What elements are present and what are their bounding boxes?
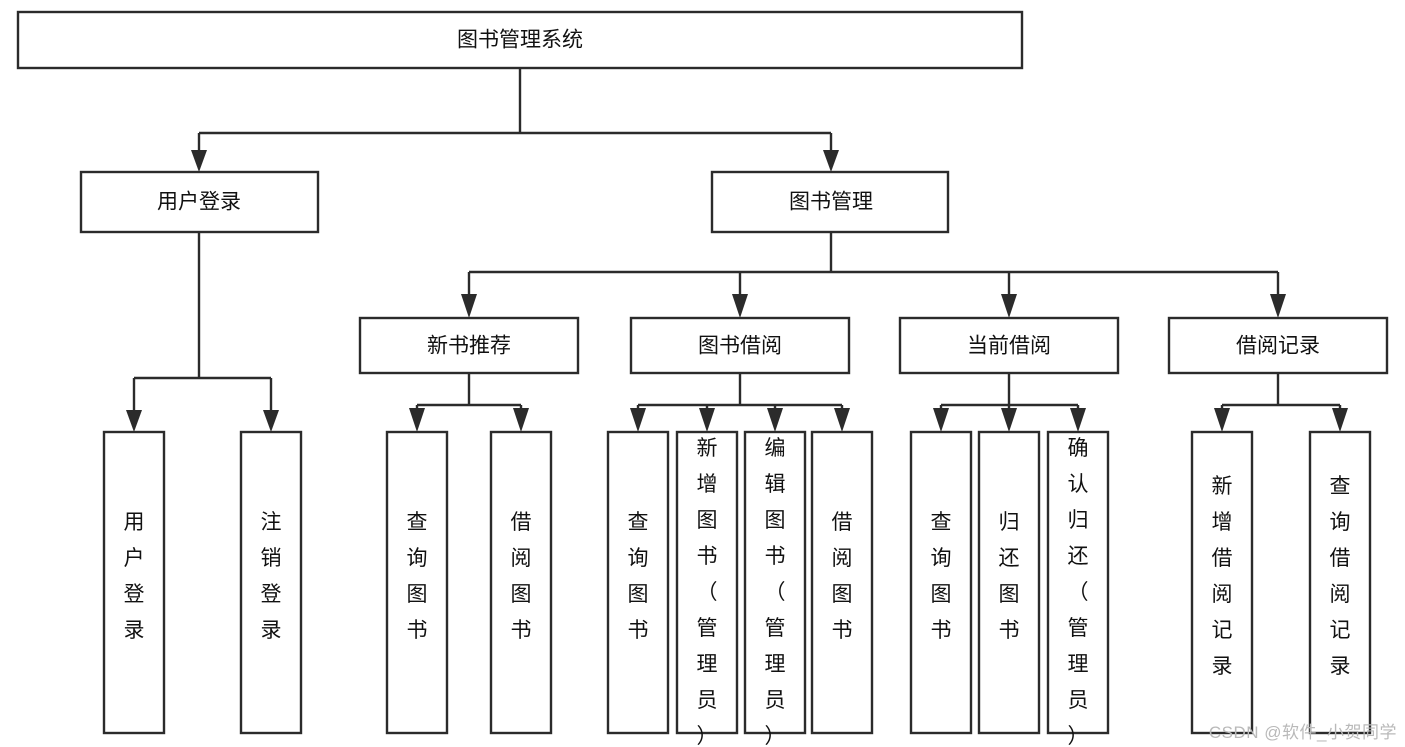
node-root-box[interactable] <box>16 10 1024 70</box>
arrow-head-leaf-edit-book <box>767 408 783 432</box>
node-book-borrow-label: 图书借阅 <box>698 335 782 358</box>
node-root-label: 图书管理系统 <box>457 29 583 52</box>
node-leaf-borrow-book-2-label: 借阅图书 <box>832 511 853 642</box>
node-new-book-recommend-label: 新书推荐 <box>427 335 511 358</box>
node-current-borrow[interactable]: 当前借阅 <box>898 316 1120 375</box>
csdn-watermark: CSDN @软件_小贺同学 <box>1208 723 1397 742</box>
node-leaf-borrow-book-2-box[interactable] <box>810 430 874 735</box>
node-user-login-label: 用户登录 <box>157 191 241 214</box>
node-leaf-query-book-2-box[interactable] <box>606 430 670 735</box>
node-leaf-return-book[interactable]: 归还图书 <box>977 430 1041 735</box>
node-leaf-borrow-book-1-box[interactable] <box>489 430 553 735</box>
node-book-management-label: 图书管理 <box>789 191 873 214</box>
node-leaf-add-book-label: 新增图书（管理员） <box>697 437 718 747</box>
node-leaf-logout-login[interactable]: 注销登录 <box>239 430 303 735</box>
arrow-head-current-borrow <box>1001 294 1017 318</box>
arrow-head-leaf-query-book-1 <box>409 408 425 432</box>
arrow-head-new-book-recommend <box>461 294 477 318</box>
node-leaf-borrow-book-1-label: 借阅图书 <box>511 511 532 642</box>
node-leaf-confirm-return-box[interactable] <box>1046 430 1110 735</box>
node-leaf-query-book-1-label: 查询图书 <box>407 511 428 642</box>
node-leaf-edit-book-label: 编辑图书（管理员） <box>765 437 786 747</box>
node-leaf-add-book[interactable]: 新增图书（管理员） <box>675 430 739 747</box>
arrow-head-leaf-add-book <box>699 408 715 432</box>
node-leaf-logout-login-label: 注销登录 <box>261 511 282 642</box>
arrow-head-user-login <box>191 150 207 172</box>
node-leaf-return-book-box[interactable] <box>977 430 1041 735</box>
node-leaf-logout-login-box[interactable] <box>239 430 303 735</box>
arrow-head-leaf-user-login <box>126 410 142 432</box>
node-leaf-edit-book[interactable]: 编辑图书（管理员） <box>743 430 807 747</box>
node-leaf-edit-book-box[interactable] <box>743 430 807 735</box>
node-borrow-record-box[interactable] <box>1167 316 1389 375</box>
connector-layer <box>126 68 1348 432</box>
node-user-login-box[interactable] <box>79 170 320 234</box>
arrow-head-leaf-borrow-book-2 <box>834 408 850 432</box>
node-leaf-add-book-box[interactable] <box>675 430 739 735</box>
node-new-book-recommend[interactable]: 新书推荐 <box>358 316 580 375</box>
arrow-head-leaf-query-book-2 <box>630 408 646 432</box>
node-leaf-borrow-book-2[interactable]: 借阅图书 <box>810 430 874 735</box>
node-root[interactable]: 图书管理系统 <box>16 10 1024 70</box>
node-book-borrow[interactable]: 图书借阅 <box>629 316 851 375</box>
node-leaf-add-record-box[interactable] <box>1190 430 1254 735</box>
node-user-login[interactable]: 用户登录 <box>79 170 320 234</box>
node-current-borrow-box[interactable] <box>898 316 1120 375</box>
node-borrow-record[interactable]: 借阅记录 <box>1167 316 1389 375</box>
arrow-head-leaf-borrow-book-1 <box>513 408 529 432</box>
node-leaf-user-login[interactable]: 用户登录 <box>102 430 166 735</box>
node-leaf-query-book-1[interactable]: 查询图书 <box>385 430 449 735</box>
node-leaf-borrow-book-1[interactable]: 借阅图书 <box>489 430 553 735</box>
node-book-management[interactable]: 图书管理 <box>710 170 950 234</box>
arrow-head-leaf-query-book-3 <box>933 408 949 432</box>
arrow-head-book-management <box>823 150 839 172</box>
node-leaf-query-record-label: 查询借阅记录 <box>1330 475 1351 678</box>
node-leaf-confirm-return[interactable]: 确认归还（管理员） <box>1046 430 1110 747</box>
node-book-borrow-box[interactable] <box>629 316 851 375</box>
node-leaf-query-record[interactable]: 查询借阅记录 <box>1308 430 1372 735</box>
arrow-head-borrow-record <box>1270 294 1286 318</box>
node-current-borrow-label: 当前借阅 <box>967 335 1051 358</box>
arrow-head-leaf-return-book <box>1001 408 1017 432</box>
node-leaf-query-book-2-label: 查询图书 <box>628 511 649 642</box>
arrow-head-leaf-add-record <box>1214 408 1230 432</box>
node-leaf-query-book-1-box[interactable] <box>385 430 449 735</box>
node-leaf-query-book-3[interactable]: 查询图书 <box>909 430 973 735</box>
arrow-head-leaf-confirm-return <box>1070 408 1086 432</box>
arrow-head-book-borrow <box>732 294 748 318</box>
arrow-head-leaf-query-record <box>1332 408 1348 432</box>
node-leaf-query-book-3-label: 查询图书 <box>931 511 952 642</box>
node-leaf-query-book-2[interactable]: 查询图书 <box>606 430 670 735</box>
node-new-book-recommend-box[interactable] <box>358 316 580 375</box>
node-leaf-add-record-label: 新增借阅记录 <box>1212 475 1233 678</box>
node-leaf-confirm-return-label: 确认归还（管理员） <box>1068 437 1089 747</box>
node-borrow-record-label: 借阅记录 <box>1236 335 1320 358</box>
node-leaf-add-record[interactable]: 新增借阅记录 <box>1190 430 1254 735</box>
node-leaf-query-book-3-box[interactable] <box>909 430 973 735</box>
node-book-management-box[interactable] <box>710 170 950 234</box>
node-leaf-user-login-box[interactable] <box>102 430 166 735</box>
node-leaf-return-book-label: 归还图书 <box>999 511 1020 642</box>
arrow-head-leaf-logout-login <box>263 410 279 432</box>
node-leaf-user-login-label: 用户登录 <box>124 511 145 642</box>
node-leaf-query-record-box[interactable] <box>1308 430 1372 735</box>
